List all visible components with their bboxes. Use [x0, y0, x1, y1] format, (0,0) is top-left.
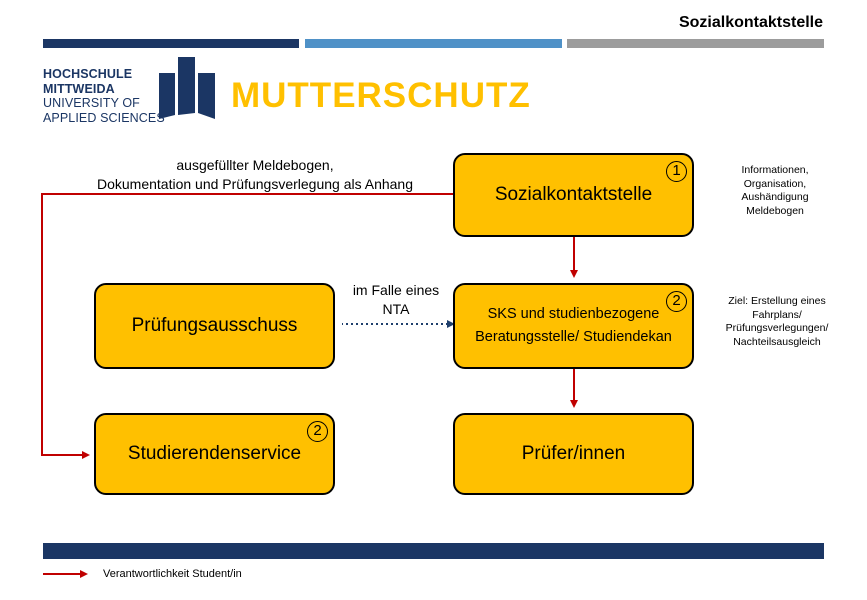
side-note-sks-line-2: Organisation, — [743, 177, 807, 190]
box-studierendenservice: Studierendenservice 2 — [94, 413, 335, 495]
logo-line-3: UNIVERSITY OF — [43, 96, 140, 110]
university-logo-icon — [159, 57, 215, 119]
side-note-sks-line-4: Meldebogen — [746, 204, 804, 217]
side-note-beratung-line-1: Ziel: Erstellung eines — [728, 295, 826, 307]
side-note-beratung-line-3: Prüfungsverlegungen/ — [725, 322, 829, 334]
side-note-beratung-line-4: Nachteilsausgleich — [733, 335, 821, 348]
step-number-badge: 2 — [666, 291, 687, 312]
box-pruefer: Prüfer/innen — [453, 413, 694, 495]
box-pruefer-label: Prüfer/innen — [521, 443, 626, 464]
legend-label: Verantwortlichkeit Student/in — [103, 568, 242, 580]
box-sozialkontaktstelle-label: Sozialkontaktstelle — [494, 184, 653, 205]
logo-middle-block — [178, 57, 195, 115]
side-note-beratung: Ziel: Erstellung eines Fahrplans/ Prüfun… — [712, 295, 842, 349]
logo-left-block — [159, 73, 175, 119]
arrow-sks-to-studierendenservice — [41, 193, 453, 459]
top-arrow-label: ausgefüllter Meldebogen, Dokumentation u… — [60, 156, 450, 194]
box-studierendenservice-label: Studierendenservice — [127, 443, 302, 464]
nta-label-line-1: im Falle eines — [352, 282, 440, 298]
page-heading: MUTTERSCHUTZ — [231, 76, 531, 115]
logo-line-1: HOCHSCHULE — [43, 67, 133, 81]
box-pruefungsausschuss-label: Prüfungsausschuss — [131, 315, 298, 336]
top-arrow-label-line-2: Dokumentation und Prüfungsverlegung als … — [97, 176, 413, 192]
box-pruefungsausschuss: Prüfungsausschuss — [94, 283, 335, 369]
red-arrow-icon — [43, 570, 88, 578]
header-bar-navy — [43, 39, 299, 48]
nta-label-line-2: NTA — [382, 301, 410, 317]
header-bar-gray — [567, 39, 824, 48]
header-title: Sozialkontaktstelle — [678, 14, 823, 31]
box-beratungsstelle-line-2: Beratungsstelle/ Studiendekan — [475, 329, 672, 345]
top-arrow-label-line-1: ausgefüllter Meldebogen, — [176, 157, 334, 173]
logo-line-4: APPLIED SCIENCES — [43, 110, 165, 125]
box-sozialkontaktstelle: Sozialkontaktstelle 1 — [453, 153, 694, 237]
side-note-sks-line-3: Aushändigung — [741, 191, 809, 203]
university-logo-text: HOCHSCHULE MITTWEIDA UNIVERSITY OF APPLI… — [43, 67, 165, 125]
nta-arrow-label: im Falle eines NTA — [340, 281, 452, 319]
step-number-badge: 1 — [666, 161, 687, 182]
side-note-sks-line-1: Informationen, — [741, 164, 809, 176]
box-beratungsstelle: SKS und studienbezogene Beratungsstelle/… — [453, 283, 694, 369]
step-number-badge: 2 — [307, 421, 328, 442]
side-note-beratung-line-2: Fahrplans/ — [752, 308, 802, 321]
footer-bar — [43, 543, 824, 559]
box-beratungsstelle-line-1: SKS und studienbezogene — [487, 306, 660, 322]
header-bar-blue — [305, 39, 562, 48]
box-beratungsstelle-label: SKS und studienbezogene Beratungsstelle/… — [475, 303, 672, 349]
side-note-sks: Informationen, Organisation, Aushändigun… — [722, 164, 828, 218]
legend: Verantwortlichkeit Student/in — [43, 568, 242, 580]
logo-line-2: MITTWEIDA — [43, 81, 115, 96]
logo-right-block — [198, 73, 215, 119]
